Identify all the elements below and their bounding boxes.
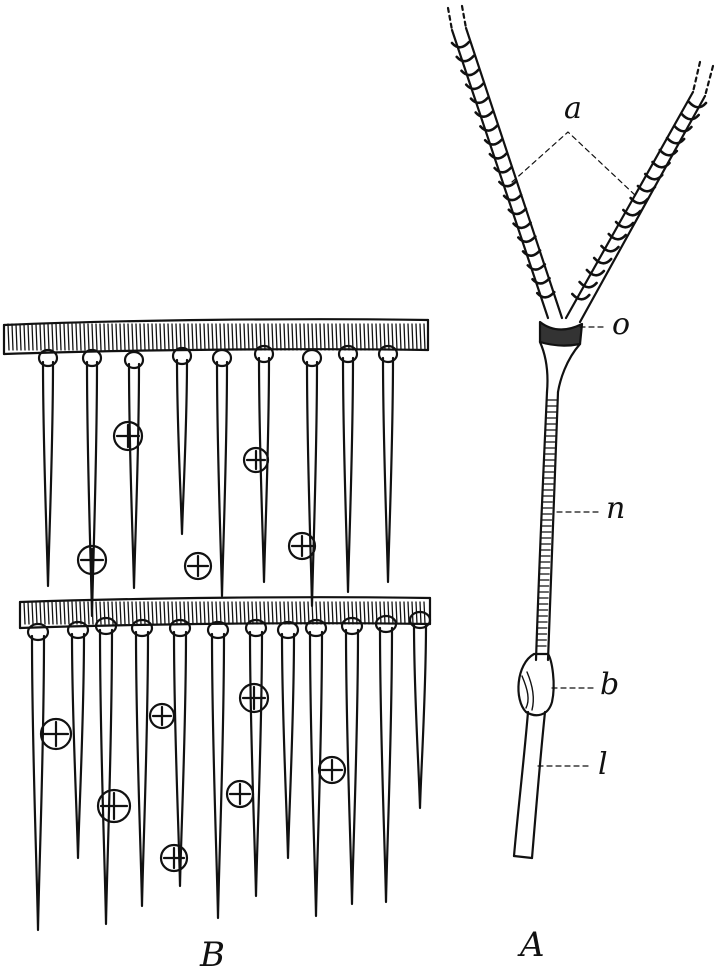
fibre-head: [125, 352, 143, 368]
panel-b-upper-fibres: [39, 346, 397, 616]
panel-a-left-spiral-branch: [448, 6, 562, 318]
fibre-cell: [136, 632, 148, 906]
fibre-head: [379, 346, 397, 362]
panel-b-nuclei: [41, 422, 345, 871]
fibre-cell: [250, 632, 262, 896]
fibre-head: [213, 350, 231, 366]
panel-b-upper-membrane: [4, 319, 428, 354]
fibre-cell: [100, 630, 112, 924]
fibre-cell: [129, 364, 139, 588]
label-b: b: [600, 670, 619, 700]
fibre-cell: [87, 362, 97, 616]
fibre-cell: [383, 358, 393, 582]
label-n: n: [606, 494, 625, 524]
fibre-cell: [174, 632, 186, 886]
fibre-cell: [414, 624, 426, 808]
fibre-head: [342, 618, 362, 634]
fibre-cell: [282, 634, 294, 858]
fibre-cell: [217, 362, 227, 596]
fibre-head: [278, 622, 298, 638]
fibre-cell: [307, 362, 317, 606]
panel-a-node-b: [518, 654, 553, 715]
fibre-head: [303, 350, 321, 366]
label-l: l: [598, 750, 608, 780]
fibre-cell: [343, 358, 353, 592]
fibre-cell: [346, 630, 358, 904]
fibre-cell: [72, 634, 84, 858]
label-a: a: [564, 94, 582, 124]
panel-label-a: A: [520, 928, 545, 962]
fibre-cell: [32, 636, 44, 930]
fibre-cell: [43, 362, 53, 586]
fibre-head: [68, 622, 88, 638]
panel-b-lower-fibres: [28, 612, 430, 930]
fibre-cell: [380, 628, 392, 902]
fibre-cell: [212, 634, 224, 918]
fibre-head: [132, 620, 152, 636]
panel-a-right-spiral-branch: [566, 62, 713, 322]
fibre-cell: [177, 360, 187, 534]
fibre-head: [170, 620, 190, 636]
panel-label-b: B: [200, 938, 225, 972]
panel-a-junction-o: [540, 322, 582, 392]
label-o: o: [612, 310, 630, 340]
panel-a-nerve-fibre-n: [536, 392, 558, 660]
panel-a-tail-l: [514, 712, 545, 858]
